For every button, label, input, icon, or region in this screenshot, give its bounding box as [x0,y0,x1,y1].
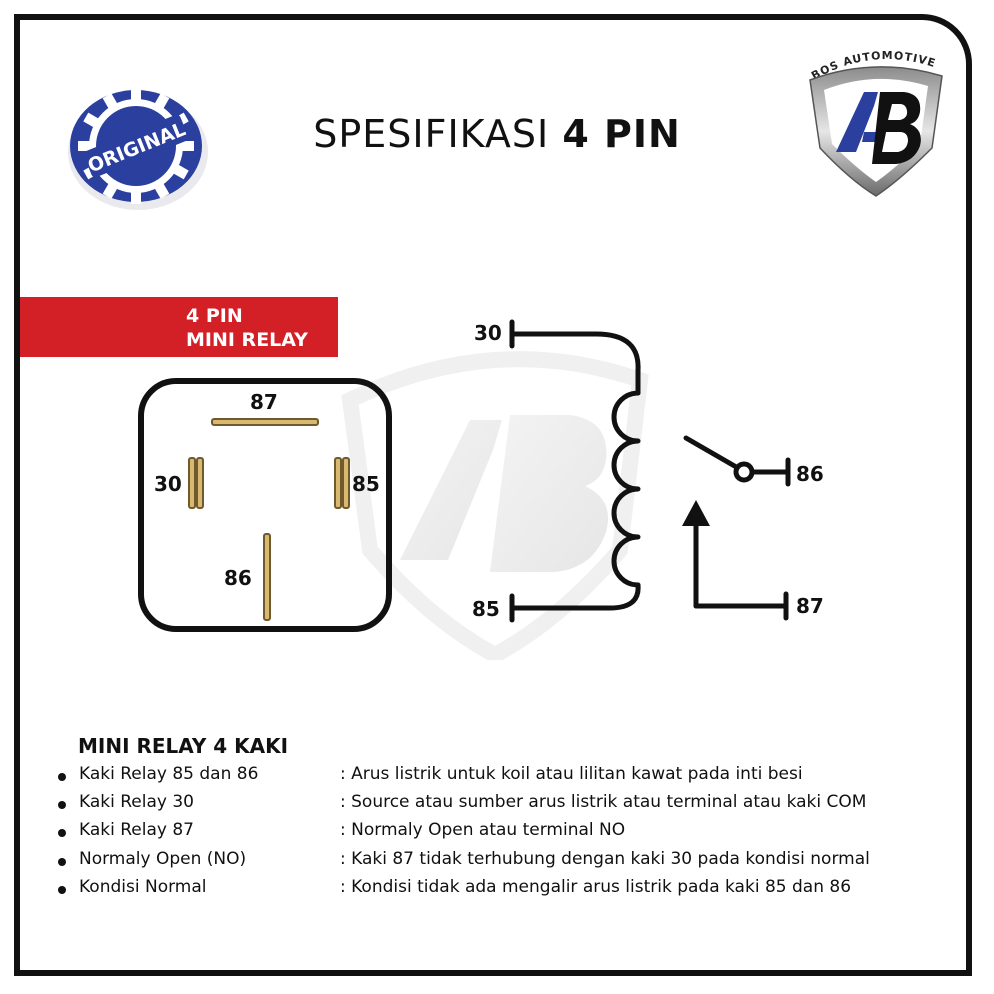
bullet-icon [58,773,66,781]
pin-85-right-b [342,457,350,509]
ribbon-line-2: MINI RELAY [186,329,308,351]
schematic-label-86: 86 [796,462,824,486]
relay-schematic: 30 85 86 87 [472,319,824,623]
watermark-logo [341,351,649,660]
spec-key: Kaki Relay 87 [79,820,194,840]
coil-bottom-lead [509,582,641,611]
coil-winding [611,390,641,588]
pin-30-left-b [196,457,204,509]
pin-85-right-a [334,457,342,509]
relay-footprint [138,378,392,632]
spec-value: : Source atau sumber arus listrik atau t… [340,792,867,812]
spec-value: : Kondisi tidak ada mengalir arus listri… [340,877,852,897]
coil-top-lead [509,331,641,396]
pin-label-86: 86 [224,566,252,590]
pin-label-30: 30 [154,472,182,496]
spec-key: Normaly Open (NO) [79,849,247,869]
spec-key: Kaki Relay 85 dan 86 [79,764,259,784]
pin-86-bottom [263,533,271,621]
schematic-label-87: 87 [796,594,824,618]
bos-automotive-logo: BOS AUTOMOTIVE [809,49,943,197]
spec-value: : Arus listrik untuk koil atau lilitan k… [340,764,803,784]
relay-type-ribbon: 4 PIN MINI RELAY [20,297,338,357]
pin-87-top [211,418,319,426]
pin-label-85: 85 [352,472,380,496]
bullet-icon [58,886,66,894]
schematic-label-85: 85 [472,597,500,621]
spec-key: Kondisi Normal [79,877,207,897]
page-title: SPESIFIKASI 4 PIN [313,112,681,156]
contact-arrow [682,500,710,526]
switch-arm [683,435,741,471]
pin-30-left-a [188,457,196,509]
section-title: MINI RELAY 4 KAKI [78,734,289,758]
original-badge: ORIGINAL [68,88,208,210]
bullet-icon [58,858,66,866]
spec-value: : Kaki 87 tidak terhubung dengan kaki 30… [340,849,870,869]
bullet-icon [58,829,66,837]
spec-key: Kaki Relay 30 [79,792,194,812]
schematic-label-30: 30 [474,321,502,345]
pin-label-87: 87 [250,390,278,414]
ribbon-line-1: 4 PIN [186,305,243,327]
bullet-icon [58,801,66,809]
spec-value: : Normaly Open atau terminal NO [340,820,626,840]
